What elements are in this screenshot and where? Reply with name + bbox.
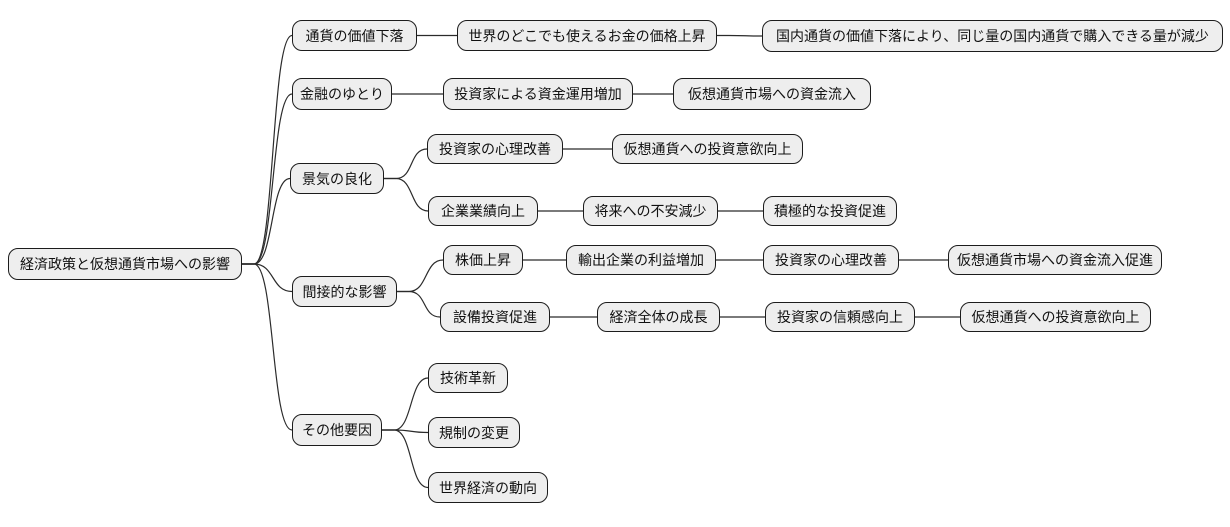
node-capex-promotion: 設備投資促進 <box>440 302 550 332</box>
node-market-inflow: 仮想通貨市場への資金流入 <box>673 78 871 110</box>
node-investor-trust: 投資家の信頼感向上 <box>765 302 915 332</box>
edge-economy-improve--sentiment-1 <box>383 148 428 180</box>
node-world-economy: 世界経済の動向 <box>428 472 548 503</box>
edge-root--other-factors <box>241 263 293 431</box>
node-tech-innovation: 技術革新 <box>428 363 508 393</box>
node-less-anxiety: 将来への不安減少 <box>583 196 718 226</box>
edge-other-factors--tech-innovation <box>381 377 429 431</box>
node-root: 経済政策と仮想通貨市場への影響 <box>8 248 242 280</box>
node-currency-drop: 通貨の価値下落 <box>292 20 417 51</box>
edge-world-money--domestic-decline <box>716 34 763 37</box>
node-domestic-decline: 国内通貨の価値下落により、同じ量の国内通貨で購入できる量が減少 <box>762 20 1223 52</box>
node-export-profit: 輸出企業の利益増加 <box>566 245 716 275</box>
node-world-money: 世界のどこでも使えるお金の価格上昇 <box>457 20 717 51</box>
edge-root--economy-improve <box>241 177 291 265</box>
node-invest-desire-2: 仮想通貨への投資意欲向上 <box>960 302 1151 332</box>
edge-indirect-effect--stock-rise <box>396 259 444 293</box>
node-sentiment-2: 投資家の心理改善 <box>763 245 899 275</box>
node-fund-management: 投資家による資金運用増加 <box>443 78 633 110</box>
node-economy-growth: 経済全体の成長 <box>597 302 720 332</box>
edge-indirect-effect--capex-promotion <box>396 290 441 318</box>
edge-root--indirect-effect <box>241 263 293 293</box>
node-monetary-ease: 金融のゆとり <box>292 78 392 110</box>
edge-root--monetary-ease <box>241 93 293 265</box>
node-inflow-promotion: 仮想通貨市場への資金流入促進 <box>948 245 1162 275</box>
node-invest-desire-1: 仮想通貨への投資意欲向上 <box>612 134 803 164</box>
node-regulation-change: 規制の変更 <box>428 417 520 448</box>
node-indirect-effect: 間接的な影響 <box>292 276 397 307</box>
edge-economy-improve--corp-performance <box>383 177 429 212</box>
node-other-factors: その他要因 <box>292 414 382 446</box>
node-corp-performance: 企業業績向上 <box>428 196 538 226</box>
node-sentiment-1: 投資家の心理改善 <box>427 134 563 164</box>
edge-root--currency-drop <box>241 34 293 265</box>
node-active-investment: 積極的な投資促進 <box>763 196 897 226</box>
edge-other-factors--world-economy <box>381 429 429 489</box>
node-economy-improve: 景気の良化 <box>290 163 384 194</box>
node-stock-rise: 株価上昇 <box>443 245 523 275</box>
